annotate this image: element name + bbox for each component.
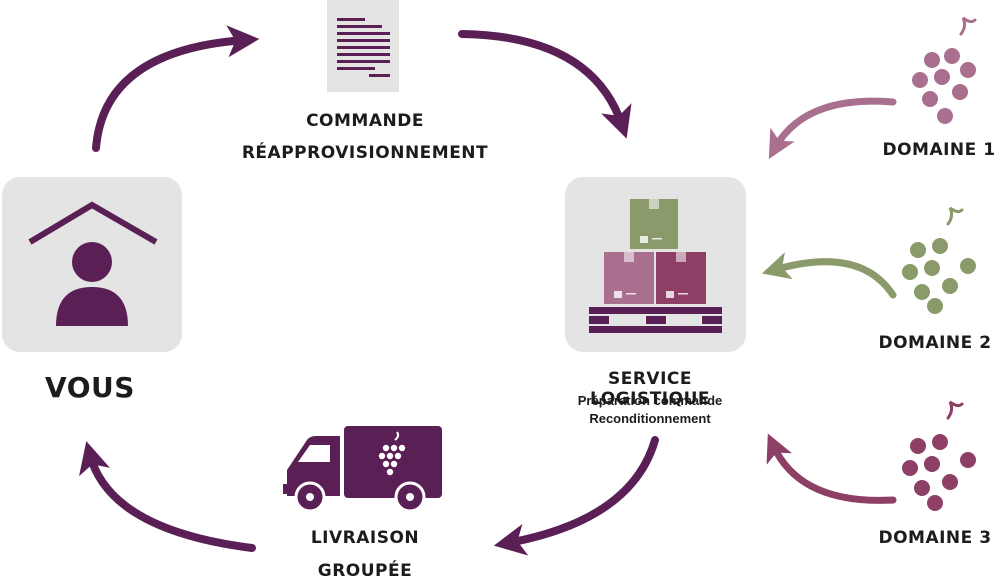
domain1-label: DOMAINE 1	[882, 140, 996, 160]
logistics-subtitle-2: Reconditionnement	[589, 411, 711, 426]
pallet-boxes-icon	[565, 177, 746, 352]
delivery-label-line1: LIVRAISON	[310, 528, 420, 548]
domain2-label: DOMAINE 2	[878, 333, 992, 353]
delivery-label-line2: GROUPÉE	[317, 561, 413, 581]
arrow-domain2	[761, 252, 897, 299]
grapes-icon-domain1	[912, 16, 977, 124]
document-icon	[327, 0, 399, 92]
you-label: VOUS	[45, 371, 135, 404]
grapes-icon-domain3	[902, 400, 976, 511]
order-label-line1: COMMANDE	[306, 111, 424, 131]
arrow-domain3	[766, 433, 897, 504]
arrow-logistics-to-delivery	[493, 436, 659, 556]
truck-icon	[283, 426, 442, 513]
house-person-icon	[2, 177, 182, 352]
domain3-label: DOMAINE 3	[878, 528, 992, 548]
logistics-title: SERVICE LOGISTIQUE	[590, 369, 710, 409]
arrow-domain1	[768, 97, 897, 159]
arrow-delivery-to-you	[79, 441, 256, 552]
order-label-line2: RÉAPPROVISIONNEMENT	[241, 143, 489, 163]
logistics-subtitle-1: Préparation commande	[577, 393, 723, 408]
arrow-order-to-logistics	[458, 30, 632, 139]
grapes-icon-domain2	[902, 206, 976, 314]
arrow-you-to-order	[92, 25, 260, 152]
